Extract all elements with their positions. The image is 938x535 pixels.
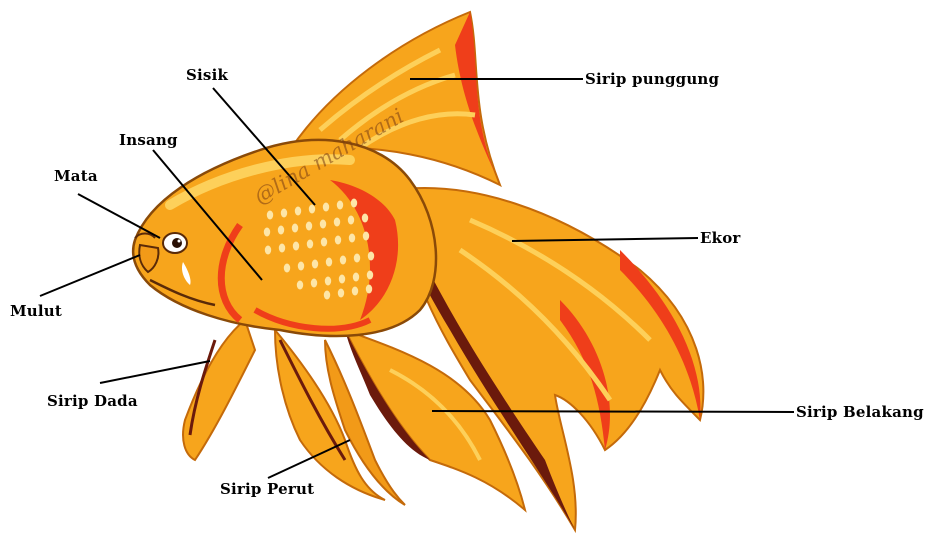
scale-dot — [312, 260, 318, 269]
scale-dot — [368, 252, 374, 261]
scale-dot — [321, 238, 327, 247]
scale-dot — [339, 275, 345, 284]
scale-dot — [363, 232, 369, 241]
label-mata: Mata — [54, 167, 98, 185]
label-sirip-dada: Sirip Dada — [47, 392, 138, 410]
scale-dot — [278, 226, 284, 235]
scale-dot — [309, 205, 315, 214]
scale-dot — [354, 254, 360, 263]
scale-dot — [351, 199, 357, 208]
scale-dot — [265, 246, 271, 255]
scale-dot — [338, 289, 344, 298]
scale-dot — [325, 277, 331, 286]
scale-dot — [292, 224, 298, 233]
scale-dot — [264, 228, 270, 237]
scale-dot — [362, 214, 368, 223]
scale-dot — [349, 234, 355, 243]
label-sirip-punggung: Sirip punggung — [585, 70, 719, 88]
scale-dot — [352, 287, 358, 296]
scale-dot — [307, 240, 313, 249]
scale-dot — [297, 281, 303, 290]
scale-dot — [323, 203, 329, 212]
scale-dot — [281, 209, 287, 218]
scale-dot — [353, 273, 359, 282]
scale-dot — [306, 222, 312, 231]
scale-dot — [293, 242, 299, 251]
scale-dot — [298, 262, 304, 271]
label-ekor: Ekor — [700, 229, 741, 247]
scale-dot — [340, 256, 346, 265]
label-sirip-belakang: Sirip Belakang — [796, 403, 924, 421]
scale-dot — [366, 285, 372, 294]
label-sisik: Sisik — [186, 66, 228, 84]
pectoral-fin — [183, 320, 255, 460]
scale-dot — [320, 220, 326, 229]
line-sirip-dada — [100, 361, 210, 383]
scale-dot — [326, 258, 332, 267]
scale-dot — [337, 201, 343, 210]
scale-dot — [334, 218, 340, 227]
label-mulut: Mulut — [10, 302, 62, 320]
scale-dot — [284, 264, 290, 273]
scale-dot — [324, 291, 330, 300]
line-mulut — [40, 255, 140, 296]
scale-dot — [335, 236, 341, 245]
scale-dot — [367, 271, 373, 280]
label-insang: Insang — [119, 131, 178, 149]
line-sirip-belakang — [432, 411, 794, 412]
scale-dot — [295, 207, 301, 216]
scale-dot — [311, 279, 317, 288]
scale-dot — [279, 244, 285, 253]
scale-dot — [267, 211, 273, 220]
scale-dot — [348, 216, 354, 225]
label-sirip-perut: Sirip Perut — [220, 480, 314, 498]
